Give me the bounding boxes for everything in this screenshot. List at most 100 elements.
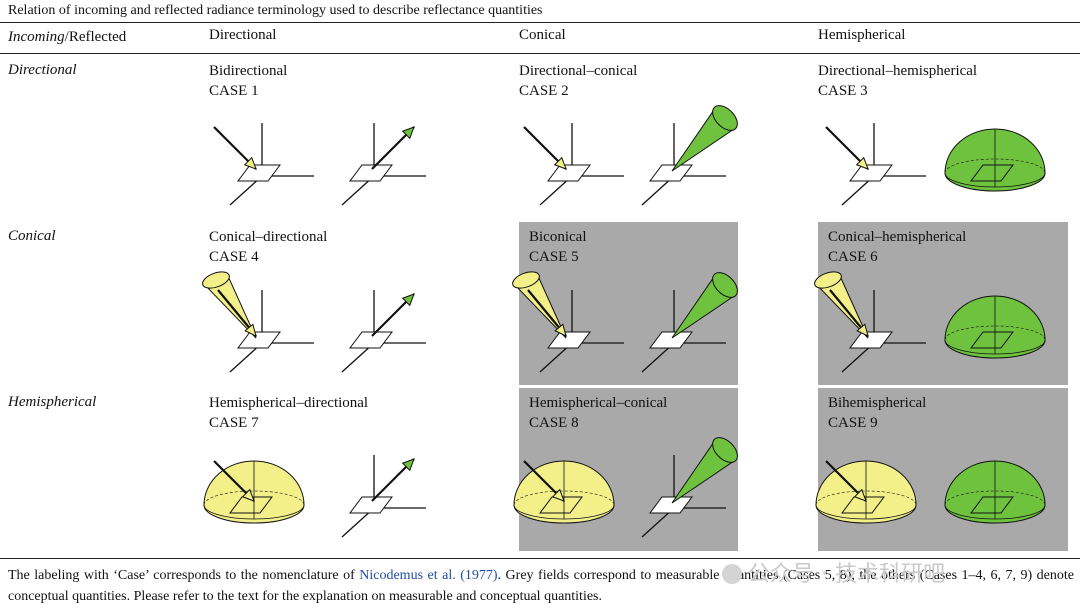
surface-square (649, 331, 693, 349)
reflected-hemisphere-back-rim (944, 325, 1046, 341)
reflected-arrow-head (401, 458, 415, 472)
incoming-arrow-head (554, 323, 567, 337)
cell-case-1-name: Bidirectional (209, 63, 288, 79)
incoming-arrow-head (553, 156, 567, 170)
cell-case-9-name: Bihemispherical (828, 395, 927, 411)
surface-square (349, 496, 393, 514)
reflected-panel-case-2 (641, 105, 738, 206)
cell-case-9-label: CASE 9 (828, 415, 878, 431)
reflected-hemisphere-surface-square (970, 331, 1014, 349)
cell-case-2-label: CASE 2 (519, 83, 569, 99)
cell-case-7-name: Hemispherical–directional (209, 395, 369, 411)
cell-case-4-name: Conical–directional (209, 229, 328, 245)
grey-cell-case-6 (818, 222, 1068, 385)
incoming-cone-base (512, 271, 540, 289)
incoming-arrow-head (853, 488, 867, 502)
watermark: 公众号 · 技术科研吧 (722, 556, 945, 588)
cell-case-8-name: Hemispherical–conical (529, 395, 668, 411)
incoming-arrow-head (241, 488, 255, 502)
cell-case-4-label: CASE 4 (209, 249, 259, 265)
cell-case-6-label: CASE 6 (828, 249, 878, 265)
reflected-hemisphere-surface-square (970, 496, 1014, 514)
incoming-hemisphere-back-rim (513, 490, 615, 506)
incoming-panel-case-1 (213, 123, 314, 206)
corner-header: Incoming/Reflected (8, 29, 126, 46)
reflected-cone-base (712, 272, 738, 298)
watermark-text: 公众号 · 技术科研吧 (748, 562, 945, 587)
incoming-cone-base (202, 271, 230, 289)
row-label-hemispherical: Hemispherical (8, 394, 97, 410)
reflected-arrow-head (401, 293, 415, 307)
incoming-panel-case-3 (825, 123, 926, 206)
reflected-panel-case-5 (641, 272, 738, 373)
column-header-conical: Conical (519, 27, 566, 43)
surface-square (237, 331, 281, 349)
nicodemus-citation-link[interactable]: Nicodemus et al. (1977) (359, 568, 498, 583)
reflected-panel-case-4 (341, 290, 426, 373)
surface-square (649, 164, 693, 182)
reflected-hemisphere-back-rim (944, 158, 1046, 174)
reflected-cone-base (712, 437, 738, 463)
incoming-panel-case-4 (202, 271, 314, 373)
reflected-cone-base (712, 105, 738, 131)
column-header-hemispherical: Hemispherical (818, 27, 906, 43)
footnote-part1: The labeling with ‘Case’ corresponds to … (8, 568, 360, 583)
footnote: The labeling with ‘Case’ corresponds to … (8, 565, 1074, 607)
reflected-arrow-head (401, 126, 415, 140)
reflected-panel-case-6 (944, 295, 1046, 359)
surface-square (547, 331, 591, 349)
cell-case-3-label: CASE 3 (818, 83, 868, 99)
incoming-arrow-head (551, 488, 565, 502)
cell-case-5-name: Biconical (529, 229, 587, 245)
footnote-part2: . Grey fields correspond to measurable q… (8, 568, 1075, 604)
reflected-hemisphere-back-rim (944, 490, 1046, 506)
surface-square (649, 496, 693, 514)
reflected-panel-case-1 (341, 123, 426, 206)
incoming-panel-case-7 (203, 460, 305, 524)
wechat-icon (722, 564, 742, 584)
reflected-panel-case-9 (944, 460, 1046, 524)
incoming-arrow-head (855, 156, 869, 170)
incoming-arrow-head (243, 156, 257, 170)
cell-case-5-label: CASE 5 (529, 249, 579, 265)
corner-header-incoming: Incoming (8, 29, 65, 45)
incoming-arrow-head (856, 323, 869, 337)
header-rule (0, 53, 1080, 54)
incoming-panel-case-8 (513, 460, 615, 524)
incoming-hemisphere-surface-square (539, 496, 583, 514)
bottom-rule (0, 558, 1080, 559)
row-label-conical: Conical (8, 228, 56, 244)
cell-case-7-label: CASE 7 (209, 415, 259, 431)
table-caption: Relation of incoming and reflected radia… (8, 3, 543, 18)
cell-case-1-label: CASE 1 (209, 83, 259, 99)
reflected-panel-case-7 (341, 455, 426, 538)
cell-case-8-label: CASE 8 (529, 415, 579, 431)
incoming-hemisphere-surface-square (841, 496, 885, 514)
reflected-panel-case-3 (944, 128, 1046, 192)
surface-square (237, 164, 281, 182)
row-label-directional: Directional (8, 62, 77, 78)
surface-square (849, 331, 893, 349)
incoming-panel-case-2 (523, 123, 624, 206)
reflected-panel-case-8 (641, 437, 738, 538)
surface-square (849, 164, 893, 182)
reflected-hemisphere-surface-square (970, 164, 1014, 182)
corner-header-reflected: /Reflected (64, 29, 127, 45)
incoming-hemisphere-back-rim (203, 490, 305, 506)
cell-case-3-name: Directional–hemispherical (818, 63, 978, 79)
incoming-panel-case-6 (814, 271, 926, 373)
incoming-panel-case-5 (512, 271, 624, 373)
surface-square (547, 164, 591, 182)
incoming-panel-case-9 (815, 460, 917, 524)
cell-case-2-name: Directional–conical (519, 63, 638, 79)
cell-case-6-name: Conical–hemispherical (828, 229, 967, 245)
